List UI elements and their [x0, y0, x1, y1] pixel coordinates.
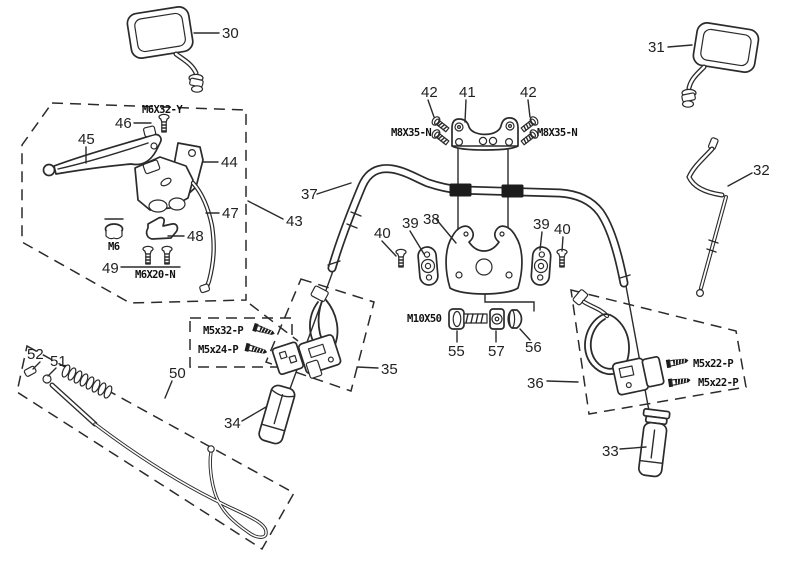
handlebar-upper-holder: [451, 117, 519, 151]
callout-42-right: 42: [520, 84, 537, 101]
callout-34: 34: [224, 415, 241, 432]
leader-lines: [32, 32, 753, 450]
spec-m10x50: M10X50: [407, 313, 442, 325]
spec-m8x35n-left: M8X35-N: [391, 127, 431, 139]
left-switch-assembly: [271, 285, 342, 379]
holder-bolts-left: [429, 114, 451, 148]
callout-41: 41: [459, 84, 476, 101]
callout-30: 30: [222, 25, 239, 42]
plate-screw-right: [556, 248, 568, 268]
lever-screw-2: [161, 245, 173, 265]
m5x32-screw: [252, 322, 276, 338]
callout-50: 50: [169, 365, 186, 382]
m5x22-screw-upper: [665, 356, 689, 369]
callout-36: 36: [527, 375, 544, 392]
m5x22-screw-lower: [667, 375, 691, 388]
spec-m5x22p-lower: M5x22-P: [698, 377, 738, 389]
throttle-cable-outer: [686, 137, 728, 298]
right-switch-assembly: [572, 289, 665, 396]
callout-33: 33: [602, 443, 619, 460]
cable-spring: [61, 364, 113, 399]
detail-box-brake-lever: [21, 102, 247, 304]
callout-35: 35: [381, 361, 398, 378]
callout-52: 52: [27, 346, 44, 363]
spec-m6: M6: [108, 241, 120, 253]
left-grip: [258, 384, 296, 445]
detail-box-left-switch: [264, 278, 375, 392]
spec-m6x32y: M6X32-Y: [142, 104, 183, 116]
callout-42-left: 42: [421, 84, 438, 101]
callout-labels: 30 31 32 33 34 35 36 37 38 39 40 39 40 4…: [27, 25, 770, 460]
plate-mount-right: [529, 245, 553, 287]
callout-47: 47: [222, 205, 239, 222]
callout-40-left: 40: [374, 225, 391, 242]
plate-mount-left: [416, 245, 440, 287]
spec-m6x20n: M6X20-N: [135, 269, 175, 281]
callout-39-left: 39: [402, 215, 419, 232]
steering-bolt-set: [448, 308, 523, 330]
lever-screw-1: [142, 245, 154, 265]
connector-dash-line: [249, 303, 299, 342]
callout-55: 55: [448, 343, 465, 360]
callout-37: 37: [301, 186, 318, 203]
m5x24-screw: [244, 342, 268, 357]
right-grip-throttle: [638, 408, 671, 478]
callout-31: 31: [648, 39, 665, 56]
plate-screw-left: [395, 248, 407, 268]
callout-39-right: 39: [533, 216, 550, 233]
handlebar-cover-plate: [445, 225, 523, 295]
handlebar: [327, 164, 631, 288]
callout-46: 46: [115, 115, 132, 132]
callout-43: 43: [286, 213, 303, 230]
callout-40-right: 40: [554, 221, 571, 238]
inner-cable-kit: [23, 364, 268, 539]
callout-44: 44: [221, 154, 238, 171]
spec-m5x32p: M5x32-P: [203, 325, 243, 337]
callout-56: 56: [525, 339, 542, 356]
spec-m8x35n-right: M8X35-N: [537, 127, 577, 139]
cable-ferrule: [42, 374, 52, 384]
callout-48: 48: [187, 228, 204, 245]
callout-57: 57: [488, 343, 505, 360]
brake-lever-assembly: [42, 113, 216, 294]
lever-clamp: [145, 216, 179, 240]
spec-labels: M6X32-Y M8X35-N M8X35-N M6 M6X20-N M10X5…: [108, 104, 739, 389]
detail-box-throttle-cable-inner: [16, 344, 296, 551]
callout-49: 49: [102, 260, 119, 277]
callout-45: 45: [78, 131, 95, 148]
callout-38: 38: [423, 211, 440, 228]
mirror-right: [681, 22, 760, 108]
spec-m5x22p-upper: M5x22-P: [693, 358, 733, 370]
lever-pivot-screw: [158, 113, 170, 133]
mirror-left: [126, 6, 204, 93]
callout-51: 51: [50, 353, 67, 370]
spec-m5x24p: M5x24-P: [198, 344, 238, 356]
detail-box-right-switch: [570, 289, 747, 415]
callout-32: 32: [753, 162, 770, 179]
